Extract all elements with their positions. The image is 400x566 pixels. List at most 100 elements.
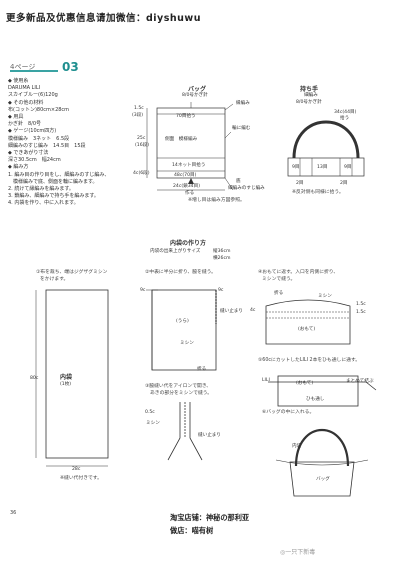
bag-hook: 8/0号かぎ針 xyxy=(182,93,208,98)
handle-hook: 8/0号かぎ針 xyxy=(296,100,322,105)
bag-dim-side: 25c xyxy=(137,136,146,141)
step2-sew: 縫い止まり xyxy=(220,309,243,314)
inner-size-w: 横26cm xyxy=(213,256,231,261)
step4-text-b: ミシンで縫う。 xyxy=(262,277,296,282)
spec-line: ◆ 用具 xyxy=(8,114,24,121)
page-label-underline xyxy=(10,70,58,72)
handle-length: 34c(44目) xyxy=(334,110,357,115)
spec-line: ◆ 使用糸 xyxy=(8,78,29,84)
step4-dim2: 1.5c xyxy=(356,310,366,315)
step5-knot: まとめて結ぶ xyxy=(346,379,374,384)
step3-sew: ミシン xyxy=(146,421,160,426)
step4-dim1: 1.5c xyxy=(356,302,366,307)
spec-line: ◆ その他の材料 xyxy=(8,99,44,106)
step2-back: (うら) xyxy=(176,319,189,324)
step1-text: ①布を裁ち、端はジグザグミシン xyxy=(36,270,108,275)
step4-diagram xyxy=(265,299,351,345)
spec-line: ◆ 編み方 xyxy=(8,164,29,171)
spec-line: スカイブルー(6)120g xyxy=(8,92,58,99)
inner-size-h: 縦36cm xyxy=(213,249,231,254)
step2-fold: 折る xyxy=(197,367,207,372)
bag-base-stitch: 細編みのすじ編み xyxy=(228,186,265,191)
spec-line: 4. 内袋を作り、中に入れます。 xyxy=(8,200,79,207)
fabric-diagram xyxy=(35,289,109,467)
bag-dim-side-rows: (16段) xyxy=(135,143,150,148)
spec-line: ◆ できあがり寸法 xyxy=(8,150,49,157)
step6-text: ⑥バッグの中に入れる。 xyxy=(262,410,315,415)
bag-width: 24c(鎖34目) xyxy=(173,184,200,189)
spec-line: 3. 鎖編み、細編みで持ち手を編みます。 xyxy=(8,193,99,200)
step4-fold: 折る xyxy=(274,291,284,296)
spec-line: かぎ針 8/0号 xyxy=(8,121,42,128)
step5-diagram xyxy=(268,375,377,407)
bag-diagram xyxy=(146,102,234,191)
step6-diagram xyxy=(275,429,369,497)
step2-dim2: 9c xyxy=(218,288,224,293)
bag-edge-label: 縁編み xyxy=(236,101,250,106)
pattern-number: 03 xyxy=(62,60,79,74)
spec-line: 2. 続けて縁編みを編みます。 xyxy=(8,186,74,193)
bag-note: ※増し目は編み方図参照。 xyxy=(188,198,245,203)
bag-pattern: 側面 模様編み xyxy=(165,137,198,142)
fabric-piece: 内袋 xyxy=(60,374,73,381)
bag-net-inc: 14ネット目拾う xyxy=(172,163,206,168)
step4-text: ④おもてに返す。入口を内側に折り、 xyxy=(258,270,339,275)
step3-stop: 縫い止まり xyxy=(198,433,221,438)
handle-r1: 2目 xyxy=(296,181,304,186)
bag-dim-edge: 1.5c xyxy=(134,106,144,111)
handle-pick: 拾う xyxy=(340,116,350,121)
step2-machine: ミシン xyxy=(180,341,194,346)
handle-rows3: 9目 xyxy=(344,165,352,170)
fabric-note: ※縫い代付きです。 xyxy=(60,476,102,481)
handle-title: 持ち手 xyxy=(300,86,319,93)
inner-title: 内袋の作り方 xyxy=(170,240,207,247)
handle-rows2: 13目 xyxy=(317,165,328,170)
step2-text: ②中表に半分に折り、脇を縫う。 xyxy=(145,270,216,275)
step5-lili: LILI xyxy=(262,378,270,383)
step6-inner: 内袋 xyxy=(292,444,302,449)
step5-cord: ひも通し xyxy=(306,397,325,402)
bag-dim-base: 4c(6段) xyxy=(133,171,150,176)
handle-diagram xyxy=(287,120,365,177)
step1-text-b: をかけます。 xyxy=(40,277,69,282)
step3-text: ③脇縫い代をアイロンで開き、 xyxy=(145,384,212,389)
spec-line: DARUMA LILI xyxy=(8,85,41,92)
step3-text-b: あきの部分をミシンで縫う。 xyxy=(150,391,213,396)
spec-line: ◆ ゲージ(10cm四方) xyxy=(8,128,57,135)
step3-dim: 0.5c xyxy=(145,410,155,415)
handle-subtitle: 細編み xyxy=(304,93,318,98)
handle-r2: 2目 xyxy=(340,181,348,186)
spec-line: 深さ30.5cm 幅24cm xyxy=(8,157,61,164)
promo-header: 更多新品及优惠信息请加微信：diyshuwu xyxy=(6,13,201,24)
step5-front: (おもて) xyxy=(296,381,314,386)
step4-machine: ミシン xyxy=(318,294,332,299)
handle-rows1: 9目 xyxy=(292,165,300,170)
spec-line: 模様編み 3ネット 6.5段 xyxy=(8,135,70,142)
step3-diagram xyxy=(167,402,203,461)
bag-side-right: 輪に編む xyxy=(232,126,251,131)
fabric-dim-w: 28c xyxy=(72,467,81,472)
step6-bag: バッグ xyxy=(316,477,330,482)
page-number: 36 xyxy=(10,510,17,516)
step2-dim1: 9c xyxy=(140,288,146,293)
bag-base-count: 48c(70目) xyxy=(174,173,197,178)
step4-dim3: 4c xyxy=(250,308,256,313)
bag-base-label: 底 xyxy=(236,179,241,184)
spec-list: ◆ 使用糸 DARUMA LILI スカイブルー(6)120g ◆ その他の材料… xyxy=(8,78,128,208)
shop-credit: 淘宝店铺：神秘の那利亚 xyxy=(170,513,250,522)
fabric-dim-h: 80c xyxy=(30,376,39,381)
step4-front: (おもて) xyxy=(298,327,316,332)
spec-line: 1. 編み目の作り目をし、細編みのすじ編み、 xyxy=(8,171,110,178)
step2-diagram xyxy=(146,289,217,371)
author-credit: 做店：喵有树 xyxy=(170,526,214,535)
bag-start: 作る xyxy=(185,191,195,196)
step5-text: ⑤60cにカットしたLILI 2本をひも通しに通す。 xyxy=(258,358,361,363)
spec-line: 布(コットン)80cm×28cm xyxy=(8,106,70,113)
inner-size-label: 内袋の出来上がりサイズ xyxy=(150,249,201,254)
bag-dim-edge-rows: (3段) xyxy=(132,113,144,118)
page-label: 4ページ xyxy=(10,63,36,71)
fabric-piece-count: (1枚) xyxy=(60,382,72,387)
spec-line: 細編みのすじ編み 14.5目 15段 xyxy=(8,142,86,149)
spec-line: 模様編みで底、側面を輪に編みます。 xyxy=(8,178,98,185)
bag-title: バッグ xyxy=(188,86,207,93)
